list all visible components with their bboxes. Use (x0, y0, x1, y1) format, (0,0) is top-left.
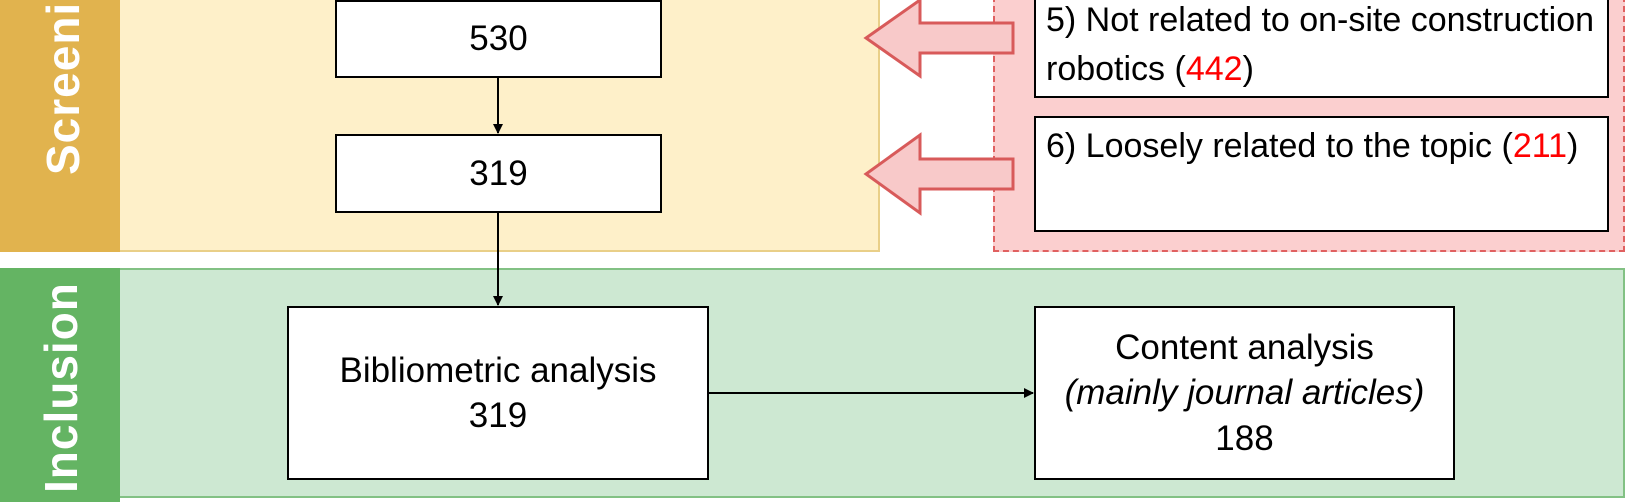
bibliometric-count: 319 (468, 396, 528, 435)
content-note: (mainly journal articles) (1064, 373, 1425, 413)
bibliometric-title: Bibliometric analysis (339, 350, 657, 390)
exclusion-5-text: 5) Not related to on-site construction r… (1046, 1, 1595, 89)
inclusion-stage-bar (0, 268, 120, 502)
content-analysis-box: Content analysis (mainly journal article… (1034, 306, 1455, 480)
content-title: Content analysis (1115, 327, 1374, 367)
exclusion-reason-6: 6) Loosely related to the topic (211) (1034, 116, 1609, 232)
exclusion-arrow-5 (863, 0, 1015, 79)
exclusion-6-text: 6) Loosely related to the topic ( (1046, 127, 1513, 165)
bibliometric-analysis-box: Bibliometric analysis 319 (287, 306, 709, 480)
exclusion-6-count: 211 (1512, 127, 1568, 165)
exclusion-6-suffix: ) (1567, 127, 1579, 165)
exclusion-5-count: 442 (1185, 50, 1243, 89)
count-530-text: 530 (469, 19, 528, 59)
content-count: 188 (1215, 418, 1274, 458)
screening-count-530-box: 530 (335, 0, 662, 78)
count-319-text: 319 (469, 153, 528, 193)
screening-count-319-box: 319 (335, 134, 662, 213)
exclusion-reason-5: 5) Not related to on-site construction r… (1034, 0, 1609, 98)
screening-stage-bar (0, 0, 120, 252)
exclusion-5-suffix: ) (1242, 50, 1254, 89)
exclusion-arrow-6 (863, 132, 1015, 216)
